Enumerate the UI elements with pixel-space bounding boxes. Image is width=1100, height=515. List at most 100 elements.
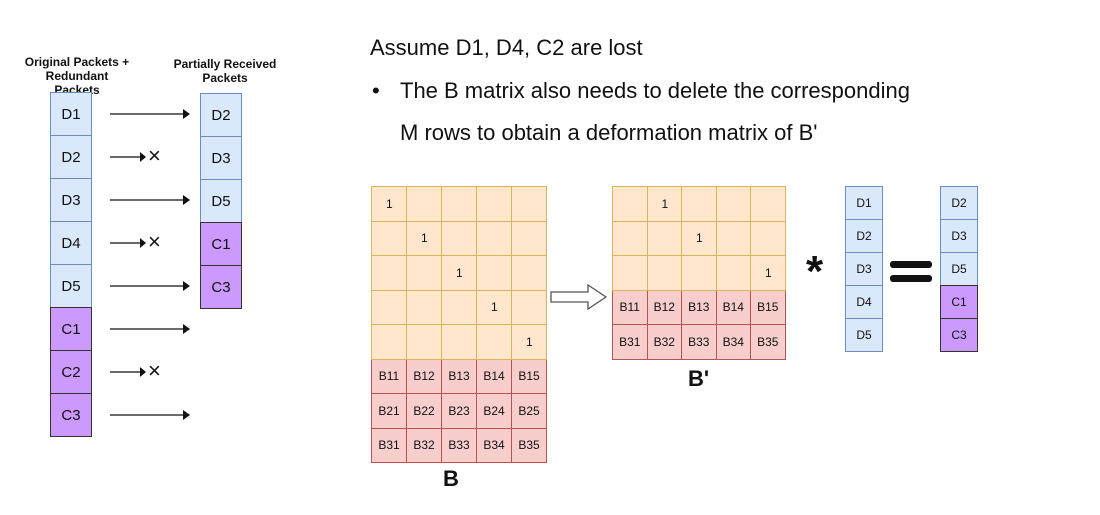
matrix-cell: 1 (406, 220, 442, 256)
matrix-cell (371, 324, 407, 360)
matrix-cell: 1 (476, 289, 512, 325)
packet-d5: D5 (50, 264, 92, 308)
arrow-right-icon (110, 319, 190, 339)
vector-cell: D2 (845, 219, 883, 253)
matrix-cell (406, 255, 442, 291)
vector-cell: C3 (940, 318, 978, 352)
vector-cell: D3 (845, 252, 883, 286)
matrix-cell (511, 289, 547, 325)
matrix-cell (612, 186, 648, 222)
lost-arrow-icon (110, 147, 146, 167)
arrow-right-icon (110, 104, 190, 124)
matrix-row: 1 (371, 186, 547, 222)
matrix-cell (511, 186, 547, 222)
vector-cell: D4 (845, 285, 883, 319)
matrix-cell (476, 324, 512, 360)
lost-arrow-icon (110, 362, 146, 382)
explanation-line-1: The B matrix also needs to delete the co… (400, 78, 910, 103)
matrix-cell: B23 (441, 393, 477, 429)
matrix-cell (681, 255, 717, 291)
matrix-cell: B32 (406, 427, 442, 463)
lost-x-icon: × (148, 358, 161, 383)
packet-c3: C3 (200, 265, 242, 309)
matrix-cell: 1 (511, 324, 547, 360)
matrix-cell (646, 255, 682, 291)
matrix-row: 1 (371, 220, 547, 256)
equals-icon (890, 261, 932, 288)
matrix-cell (476, 220, 512, 256)
matrix-cell: 1 (646, 186, 682, 222)
matrix-cell (646, 220, 682, 256)
matrix-cell (715, 186, 751, 222)
matrix-b-label: B (443, 466, 459, 491)
matrix-cell: 1 (441, 255, 477, 291)
original-packets-header: Original Packets + Redundant Packets (24, 55, 130, 97)
vector-cell: D2 (940, 186, 978, 220)
matrix-cell (371, 220, 407, 256)
matrix-cell: B35 (750, 324, 786, 360)
matrix-cell (371, 289, 407, 325)
packet-c1: C1 (200, 222, 242, 266)
packet-d1: D1 (50, 92, 92, 136)
matrix-cell (511, 220, 547, 256)
matrix-cell: B34 (715, 324, 751, 360)
matrix-cell: B11 (612, 289, 648, 325)
matrix-cell (476, 255, 512, 291)
matrix-cell (371, 255, 407, 291)
matrix-cell: B22 (406, 393, 442, 429)
matrix-cell: B15 (750, 289, 786, 325)
matrix-cell: B24 (476, 393, 512, 429)
matrix-cell (511, 255, 547, 291)
matrix-row: 1 (612, 255, 786, 291)
received-packets-header: Partially Received Packets (173, 57, 277, 85)
matrix-cell (441, 289, 477, 325)
lost-x-icon: × (148, 143, 161, 168)
multiply-operator: * (806, 247, 824, 296)
packet-d3: D3 (200, 136, 242, 180)
matrix-cell (406, 289, 442, 325)
matrix-cell (681, 186, 717, 222)
packet-d5: D5 (200, 179, 242, 223)
matrix-cell: B31 (371, 427, 407, 463)
matrix-cell: B15 (511, 358, 547, 394)
vector-cell: D1 (845, 186, 883, 220)
matrix-cell: B33 (441, 427, 477, 463)
matrix-cell: B14 (715, 289, 751, 325)
matrix-cell (750, 220, 786, 256)
matrix-cell (612, 220, 648, 256)
matrix-cell: B31 (612, 324, 648, 360)
matrix-cell: 1 (371, 186, 407, 222)
matrix-cell (715, 220, 751, 256)
vector-cell: D5 (845, 318, 883, 352)
matrix-cell: B21 (371, 393, 407, 429)
matrix-cell: B32 (646, 324, 682, 360)
packet-d2: D2 (200, 93, 242, 137)
arrow-right-icon (110, 190, 190, 210)
matrix-cell: B33 (681, 324, 717, 360)
matrix-cell: B35 (511, 427, 547, 463)
packet-d4: D4 (50, 221, 92, 265)
matrix-row: 1 (612, 186, 786, 222)
assumption-text: Assume D1, D4, C2 are lost (370, 35, 643, 60)
matrix-row: 1 (612, 220, 786, 256)
matrix-cell: B13 (681, 289, 717, 325)
arrow-right-icon (110, 276, 190, 296)
matrix-b-prime-label: B' (688, 366, 710, 391)
matrix-cell (406, 324, 442, 360)
vector-cell: C1 (940, 285, 978, 319)
vector-cell: D3 (940, 219, 978, 253)
lost-arrow-icon (110, 233, 146, 253)
matrix-row: 1 (371, 289, 547, 325)
matrix-cell (441, 186, 477, 222)
matrix-cell: B14 (476, 358, 512, 394)
matrix-cell (715, 255, 751, 291)
